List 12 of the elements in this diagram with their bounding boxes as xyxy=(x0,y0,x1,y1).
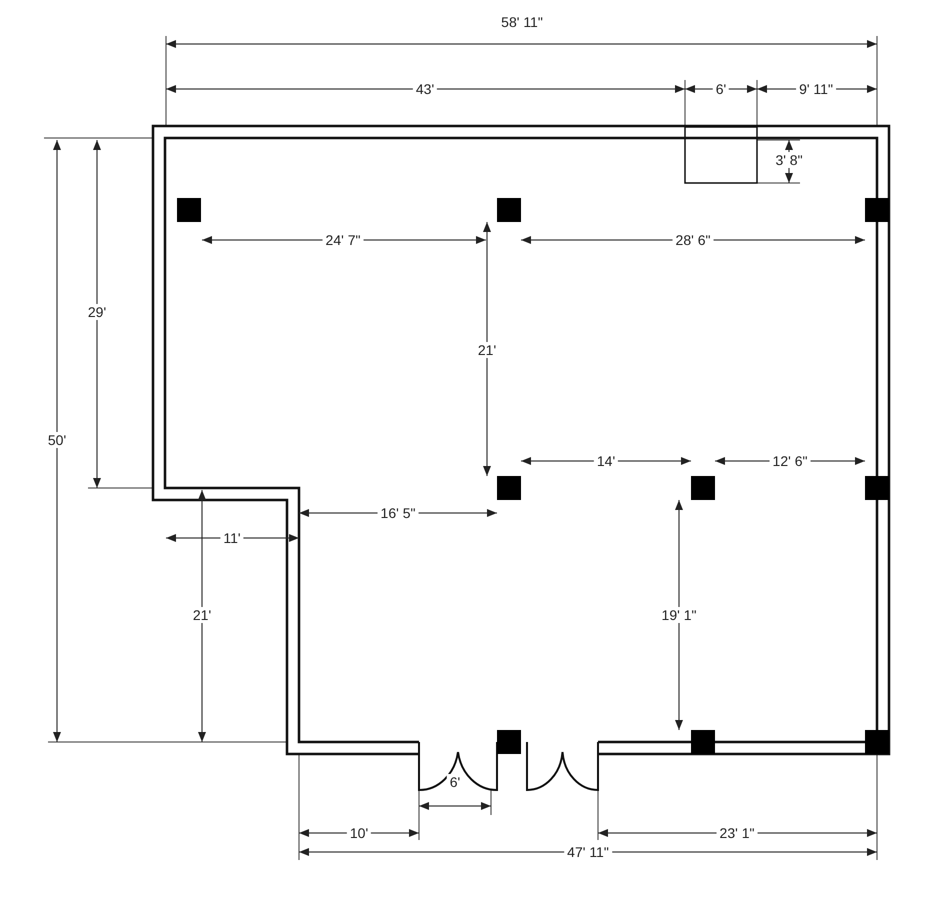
dimension-label: 24' 7" xyxy=(322,232,364,248)
dimension-label: 6' xyxy=(712,81,730,97)
dimension-label: 11' xyxy=(220,530,244,546)
dimension-label: 10' xyxy=(346,825,372,841)
dimension-label: 28' 6" xyxy=(672,232,714,248)
dimension-label: 23' 1" xyxy=(716,825,758,841)
dimension-label: 47' 11" xyxy=(564,844,612,860)
dimension-label: 9' 11" xyxy=(796,81,836,97)
dimension-label: 14' xyxy=(594,453,618,469)
dimension-label: 16' 5" xyxy=(378,505,418,521)
dimension-label: 43' xyxy=(412,81,438,97)
dimension-label: 12' 6" xyxy=(770,453,810,469)
